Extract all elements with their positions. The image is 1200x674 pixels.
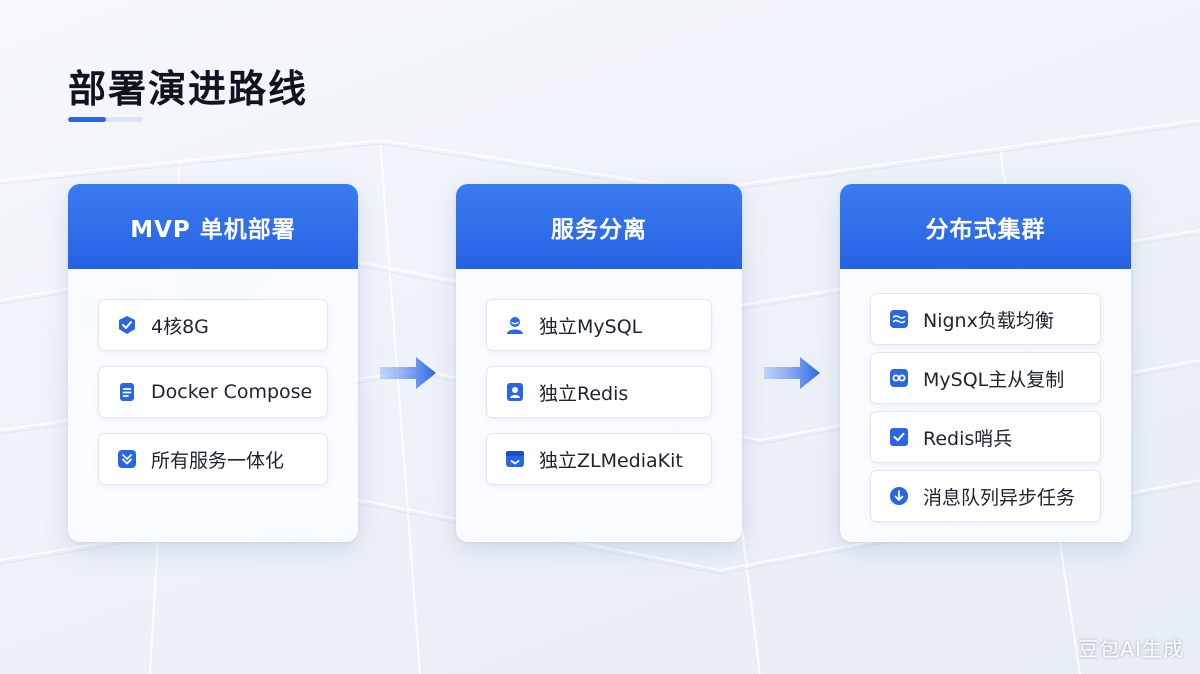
stage-title: 分布式集群 — [840, 184, 1131, 269]
stage-item: Redis哨兵 — [870, 411, 1101, 463]
stage-item-label: 4核8G — [151, 315, 209, 338]
stage-item: 消息队列异步任务 — [870, 470, 1101, 522]
stage-card-mvp: MVP 单机部署 4核8G Docker Compose 所有服务一体化 — [68, 184, 358, 542]
stage-card-distributed-cluster: 分布式集群 Nignx负载均衡 MySQL主从复制 Redis哨兵 消息队列异步… — [840, 184, 1131, 542]
stage-item-label: MySQL主从复制 — [923, 368, 1065, 391]
watermark: 豆包AI生成 — [1078, 637, 1184, 661]
stage-item-label: Redis哨兵 — [923, 427, 1013, 450]
down-arrow-circle-icon — [889, 486, 909, 506]
stage-item-label: 消息队列异步任务 — [923, 486, 1076, 509]
arrow-right-icon — [380, 357, 436, 389]
arrow-right-icon — [764, 357, 820, 389]
stage-item-label: Nignx负载均衡 — [923, 309, 1054, 332]
user-icon — [505, 315, 525, 335]
title-underline — [68, 117, 143, 122]
wave-lines-icon — [889, 309, 909, 329]
document-list-icon — [117, 382, 137, 402]
stage-item: 4核8G — [98, 299, 328, 351]
stage-item: 独立Redis — [486, 366, 712, 418]
user-badge-icon — [505, 382, 525, 402]
stage-item: 所有服务一体化 — [98, 433, 328, 485]
stage-card-service-split: 服务分离 独立MySQL 独立Redis 独立ZLMediaKit — [456, 184, 742, 542]
stage-title: MVP 单机部署 — [68, 184, 358, 269]
stage-item: Nignx负载均衡 — [870, 293, 1101, 345]
stage-title: 服务分离 — [456, 184, 742, 269]
stage-item-label: 独立Redis — [539, 382, 629, 405]
stage-item: 独立ZLMediaKit — [486, 433, 712, 485]
stage-item-label: 所有服务一体化 — [151, 449, 285, 472]
shield-check-icon — [117, 315, 137, 335]
stage-item: Docker Compose — [98, 366, 328, 418]
chevron-double-down-icon — [117, 449, 137, 469]
stage-item-label: 独立MySQL — [539, 315, 643, 338]
window-icon — [505, 449, 525, 469]
infinity-link-icon — [889, 368, 909, 388]
page-title: 部署演进路线 — [68, 67, 309, 111]
stage-item: MySQL主从复制 — [870, 352, 1101, 404]
stage-item: 独立MySQL — [486, 299, 712, 351]
stage-item-label: Docker Compose — [151, 381, 313, 403]
check-box-icon — [889, 427, 909, 447]
stage-item-label: 独立ZLMediaKit — [539, 449, 683, 472]
